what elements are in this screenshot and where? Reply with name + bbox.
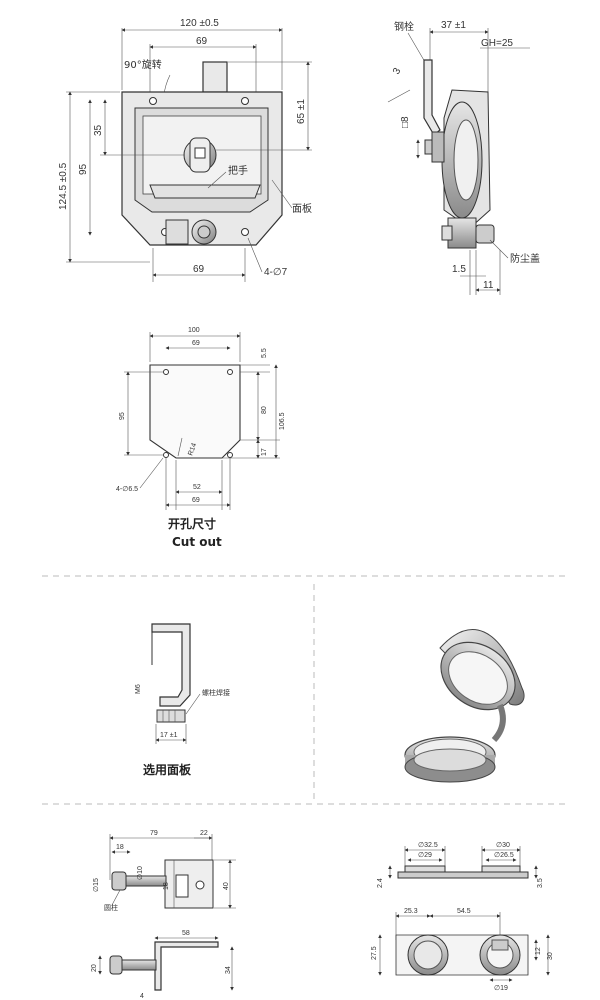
cutout-dim-69-bottom: 69 (192, 497, 200, 504)
cutout-dim-80: 80 (261, 406, 268, 414)
optional-panel-caption: 选用面板 (143, 762, 192, 777)
dim-width: 120 ±0.5 (180, 18, 219, 29)
bracket-dim-22: 22 (200, 830, 208, 837)
cap-dim-32-5: ∅32.5 (418, 842, 438, 849)
bracket-dim-18: 18 (116, 844, 124, 851)
gh-label: GH=25 (481, 38, 513, 49)
dim-height: 124.5 ±0.5 (58, 162, 69, 210)
cutout-dim-17: 17 (261, 448, 268, 456)
handle-label: 把手 (228, 164, 248, 177)
cap-dim-19: ∅19 (494, 985, 508, 992)
cutout-dim-100: 100 (188, 327, 200, 334)
cap-dim-30b: 30 (547, 952, 554, 960)
bracket-dim-40: 40 (223, 882, 230, 890)
dust-cap-render (404, 629, 525, 783)
dim-35: 35 (93, 124, 104, 136)
rotate-label: 90°旋转 (124, 58, 162, 71)
optional-panel-view: 螺柱焊接 M6 17 ±1 选用面板 (135, 623, 230, 777)
cap-dim-25-3: 25.3 (404, 908, 418, 915)
dim-1-5: 1.5 (452, 264, 466, 275)
cutout-radius: R14 (187, 442, 198, 457)
dim-69-bottom: 69 (193, 264, 205, 275)
cap-dim-30: ∅30 (496, 842, 510, 849)
cap-detail: ∅32.5 ∅29 ∅30 ∅26.5 2.4 3.5 25.3 54.5 27… (371, 842, 554, 992)
bracket-dim-79: 79 (150, 830, 158, 837)
bracket-dim-34: 34 (225, 966, 232, 974)
bracket-dim-10: ∅10 (137, 866, 144, 880)
rod-label: 钢栓 (394, 20, 414, 33)
cap-dim-3-5: 3.5 (537, 878, 544, 888)
square-8: □8 (400, 116, 411, 128)
bracket-dim-20: 20 (91, 964, 98, 972)
cutout-holes-label: 4-∅6.5 (116, 486, 138, 493)
dim-95: 95 (78, 163, 89, 175)
cutout-view: 100 69 5.5 95 80 106.5 17 R14 52 69 4-∅6… (116, 327, 286, 549)
cutout-dim-5-5: 5.5 (261, 348, 268, 358)
cutout-dim-52: 52 (193, 484, 201, 491)
bracket-dim-58: 58 (182, 930, 190, 937)
dim-3: 3 (391, 66, 404, 77)
cap-dim-54-5: 54.5 (457, 908, 471, 915)
dim-65: 65 ±1 (296, 99, 307, 124)
holes-label: 4-∅7 (264, 267, 288, 278)
cap-dim-2-4: 2.4 (377, 878, 384, 888)
bracket-rod-label: 圆柱 (104, 903, 118, 912)
cutout-dim-106-5: 106.5 (279, 412, 286, 430)
cap-dim-26-5: ∅26.5 (494, 852, 514, 859)
panel-label: 面板 (292, 202, 312, 215)
dim-11: 11 (483, 280, 494, 291)
cap-dim-12: 12 (535, 947, 542, 955)
cap-dim-27-5: 27.5 (371, 946, 378, 960)
bracket-dim-18b: 18 (163, 882, 170, 890)
cap-dim-29: ∅29 (418, 852, 432, 859)
cutout-dim-95: 95 (119, 412, 126, 420)
dust-cap-label: 防尘盖 (510, 252, 540, 265)
dim-69-top: 69 (196, 36, 208, 47)
side-view: 钢栓 37 ±1 GH=25 防尘盖 3 □8 1.5 11 (387, 20, 540, 295)
cutout-caption-cn: 开孔尺寸 (168, 516, 216, 531)
dim-37: 37 ±1 (441, 20, 466, 31)
bracket-dim-4: 4 (140, 993, 144, 1000)
bracket-dim-15: ∅15 (93, 878, 100, 892)
lock-tab (202, 61, 228, 93)
optional-dim-17: 17 ±1 (160, 732, 178, 739)
bracket-detail: 79 22 18 圆柱 ∅10 ∅15 18 40 58 20 34 4 (91, 830, 236, 1000)
dim-m6: M6 (135, 684, 142, 694)
top-view: 120 ±0.5 69 90°旋转 把手 面板 (58, 18, 312, 282)
cutout-caption-en: Cut out (172, 535, 222, 549)
cutout-dim-69-top: 69 (192, 340, 200, 347)
bracket-label: 螺柱焊接 (202, 688, 230, 697)
